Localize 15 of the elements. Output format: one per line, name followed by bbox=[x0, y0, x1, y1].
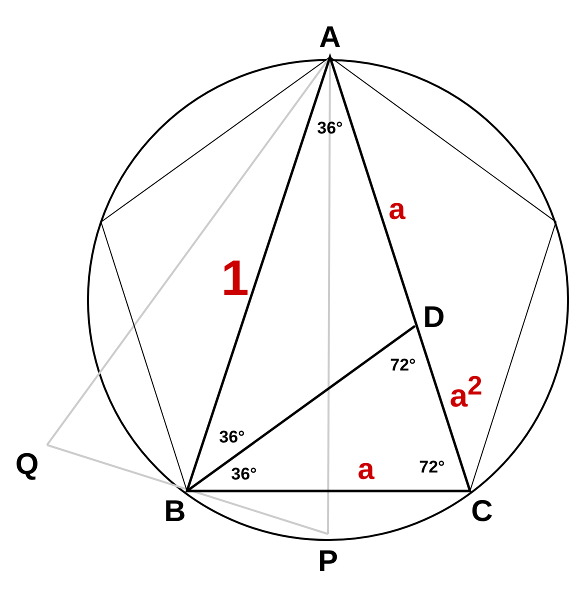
point-label: C bbox=[471, 497, 493, 527]
point-label: B bbox=[164, 497, 186, 527]
point-label: D bbox=[423, 303, 445, 333]
length-label: a bbox=[358, 455, 374, 485]
length-label: 1 bbox=[221, 253, 249, 303]
angle-label: 36° bbox=[317, 120, 343, 136]
angle-label: 72° bbox=[419, 458, 445, 476]
length-label: a bbox=[388, 195, 406, 225]
angle-label: 36° bbox=[219, 428, 245, 446]
point-label: Q bbox=[15, 450, 39, 480]
length-label: a$^{2}$ bbox=[450, 372, 482, 412]
angle-label: 36° bbox=[231, 466, 257, 482]
point-label: P bbox=[318, 547, 338, 577]
angle-label: 72° bbox=[390, 356, 416, 374]
point-label: A bbox=[319, 23, 341, 53]
